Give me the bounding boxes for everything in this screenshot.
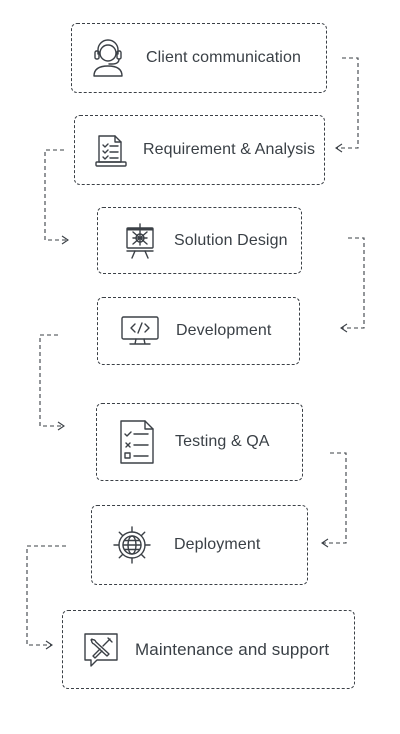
step-deployment: Deployment <box>91 505 308 585</box>
step-solution-design: Solution Design <box>97 207 302 274</box>
step-label: Maintenance and support <box>135 639 330 659</box>
presentation-board-icon <box>122 221 158 261</box>
connector-4-to-5 <box>39 334 65 431</box>
step-label: Client communication <box>146 49 301 66</box>
connector-5-to-6 <box>321 452 347 548</box>
connector-2-to-3 <box>44 149 69 245</box>
step-testing-qa: Testing & QA <box>96 403 303 481</box>
step-label: Development <box>176 322 272 339</box>
headset-icon <box>88 38 128 78</box>
step-label: Testing & QA <box>175 433 270 450</box>
connector-3-to-4 <box>340 237 365 333</box>
step-requirement-analysis: Requirement & Analysis <box>74 115 325 185</box>
tools-icon <box>81 630 121 670</box>
step-label: Solution Design <box>174 231 288 249</box>
connector-1-to-2 <box>335 57 359 153</box>
checklist-clipboard-icon <box>93 130 129 170</box>
code-monitor-icon <box>120 313 160 349</box>
step-development: Development <box>97 297 300 365</box>
step-client-communication: Client communication <box>71 23 327 93</box>
step-label: Requirement & Analysis <box>143 141 316 158</box>
step-label: Deployment <box>174 536 261 553</box>
step-maintenance-support: Maintenance and support <box>62 610 355 689</box>
test-document-icon <box>117 418 157 466</box>
globe-gear-icon <box>112 525 152 565</box>
connector-6-to-7 <box>26 545 66 650</box>
